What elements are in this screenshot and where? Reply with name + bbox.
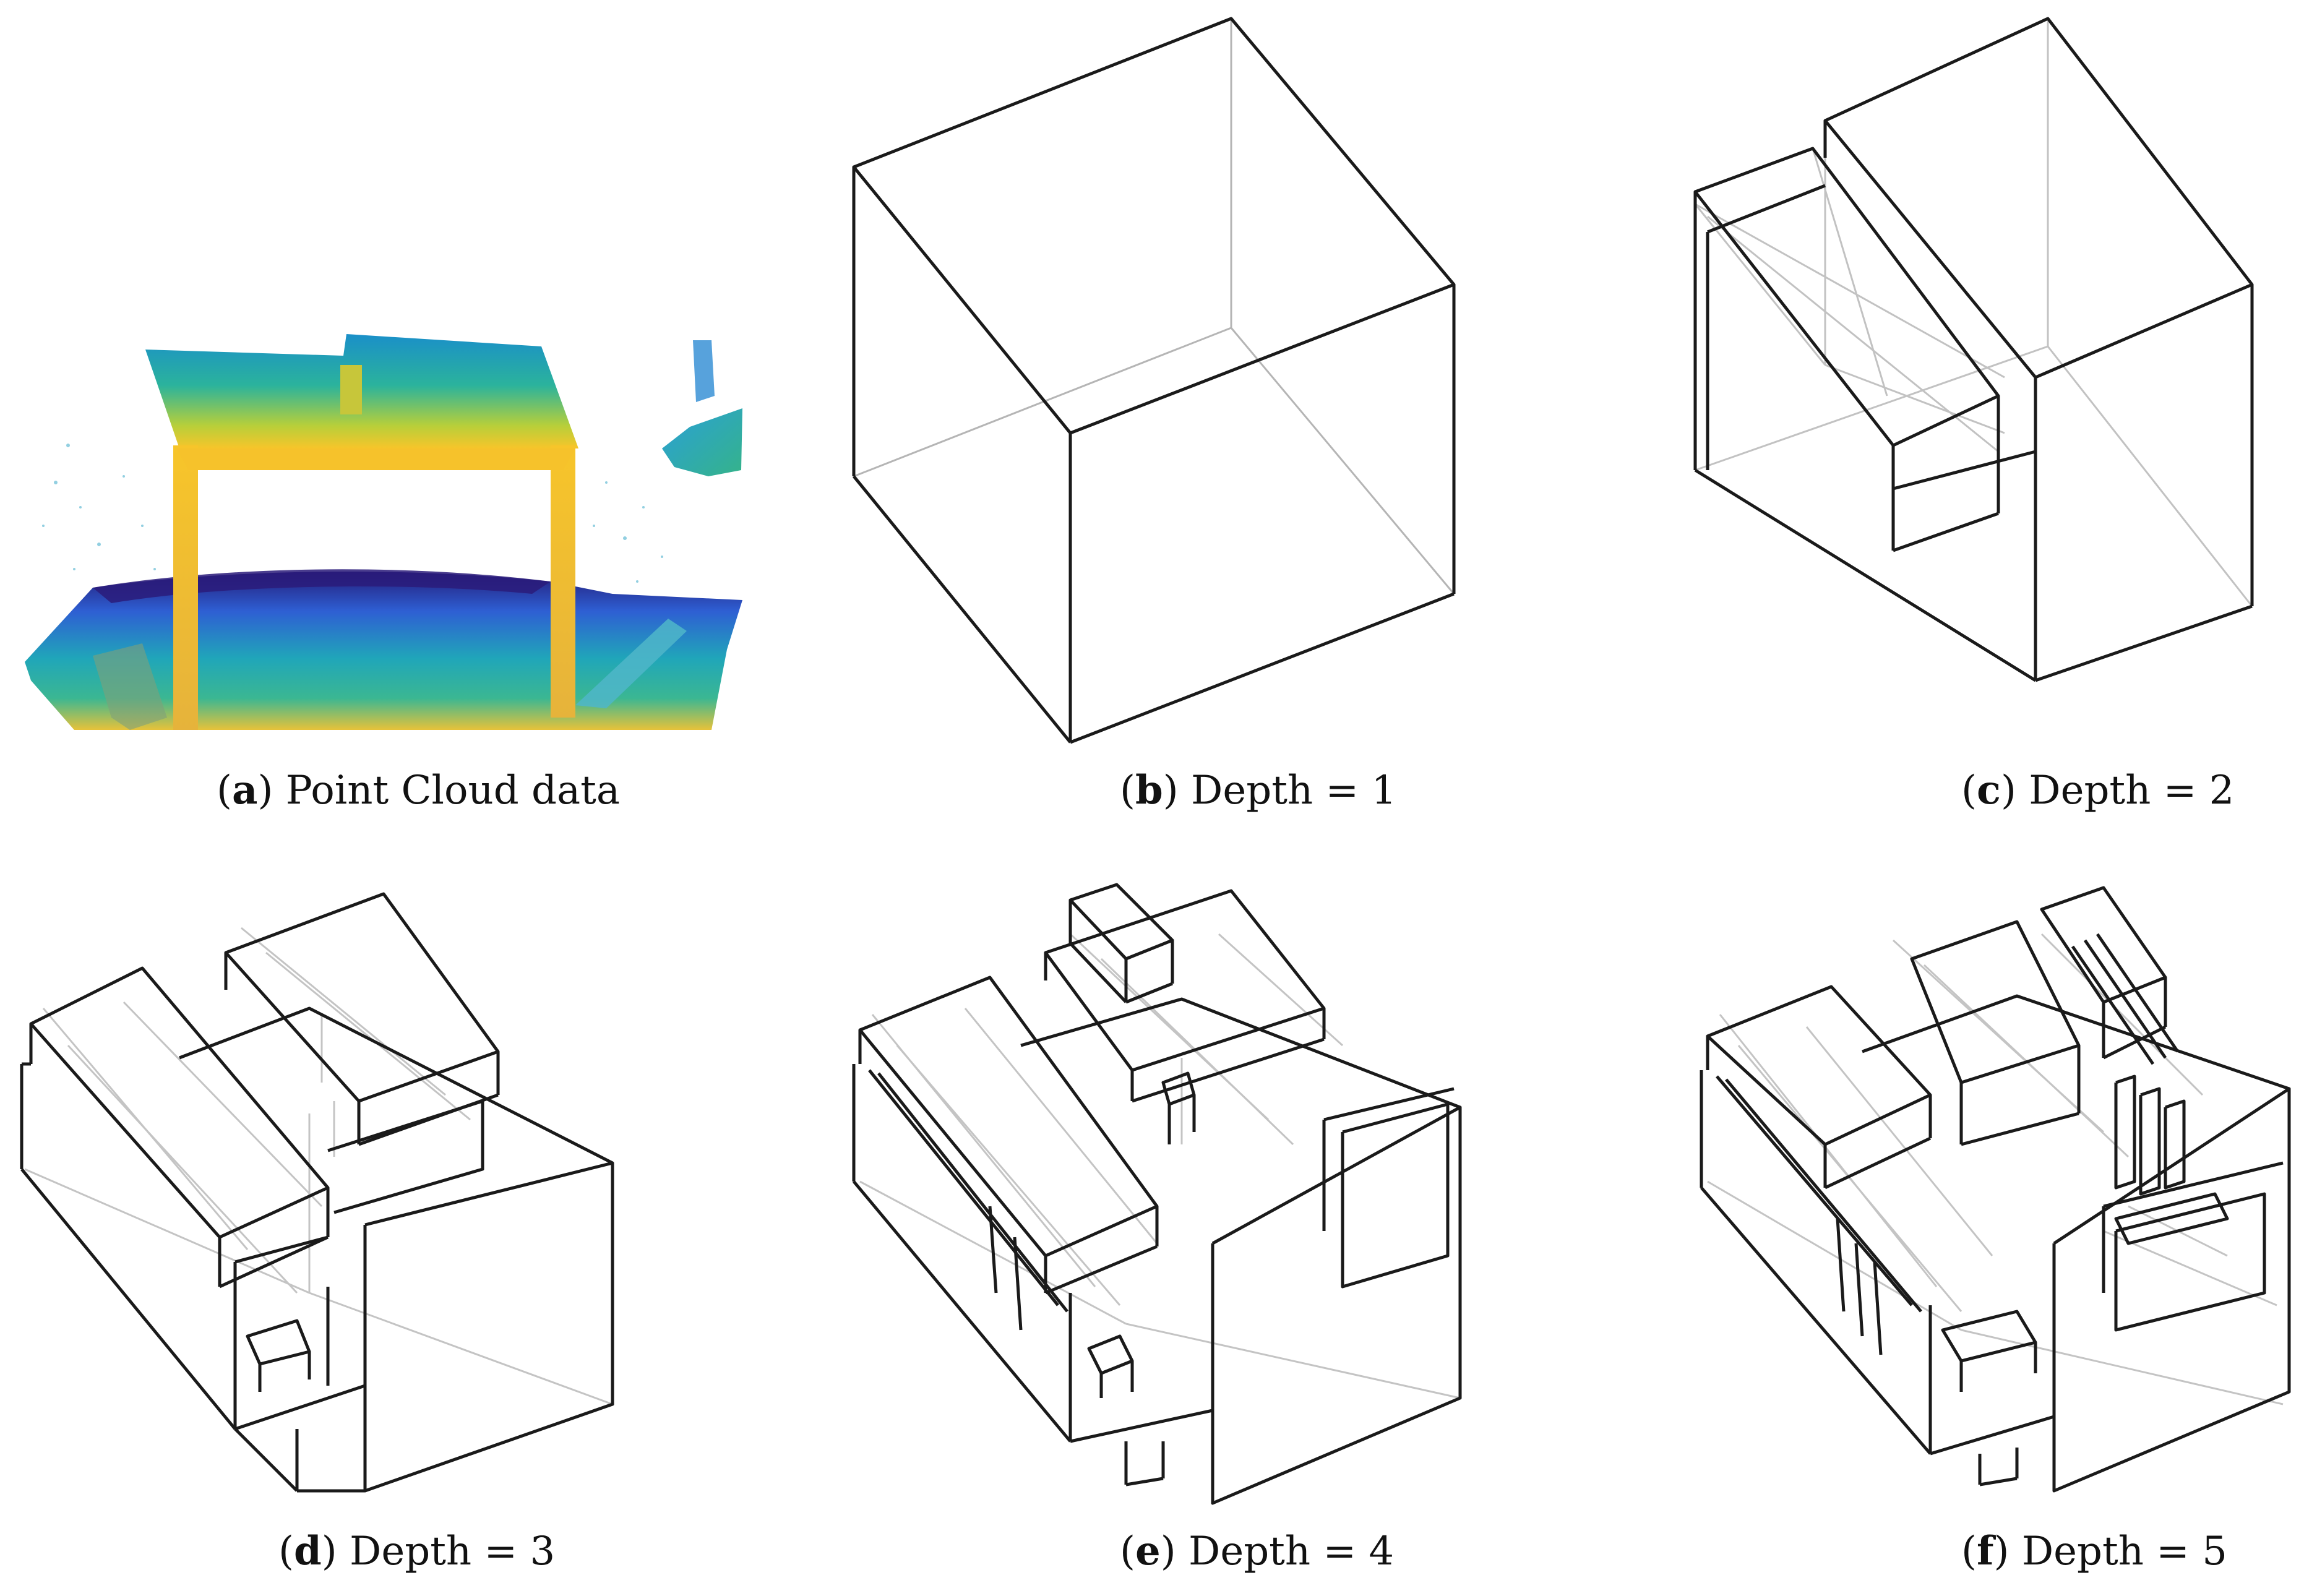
octree-depth-2 bbox=[1693, 17, 2254, 682]
caption-text: Depth = 2 bbox=[2029, 768, 2235, 813]
panel-c bbox=[0, 0, 2304, 773]
caption-text: Depth = 4 bbox=[1189, 1529, 1395, 1574]
octree-depth-3 bbox=[20, 892, 614, 1493]
caption-letter: e bbox=[1135, 1528, 1161, 1574]
octree-depth-4 bbox=[852, 883, 1462, 1505]
panel-e bbox=[835, 860, 1547, 1509]
panel-a bbox=[19, 322, 749, 755]
octree-depth-1 bbox=[852, 17, 1456, 744]
caption-f: (f) Depth = 5 bbox=[1961, 1528, 2227, 1574]
caption-e: (e) Depth = 4 bbox=[1120, 1528, 1395, 1574]
caption-letter: a bbox=[231, 767, 258, 813]
caption-letter: c bbox=[1976, 767, 2001, 813]
octree-depth-5 bbox=[1700, 886, 2291, 1493]
caption-text: Depth = 1 bbox=[1191, 768, 1397, 813]
caption-text: Depth = 5 bbox=[2021, 1529, 2227, 1574]
caption-a: (a) Point Cloud data bbox=[217, 767, 620, 813]
caption-letter: b bbox=[1135, 767, 1163, 813]
caption-d: (d) Depth = 3 bbox=[278, 1528, 556, 1574]
caption-b: (b) Depth = 1 bbox=[1120, 767, 1397, 813]
panel-d bbox=[0, 860, 773, 1509]
point-cloud-image bbox=[25, 334, 742, 730]
panel-b bbox=[0, 0, 2304, 773]
panel-f bbox=[1670, 860, 2304, 1509]
caption-text: Depth = 3 bbox=[350, 1529, 556, 1574]
caption-letter: f bbox=[1976, 1528, 1994, 1574]
caption-c: (c) Depth = 2 bbox=[1961, 767, 2235, 813]
caption-text: Point Cloud data bbox=[285, 768, 620, 813]
caption-letter: d bbox=[293, 1528, 322, 1574]
